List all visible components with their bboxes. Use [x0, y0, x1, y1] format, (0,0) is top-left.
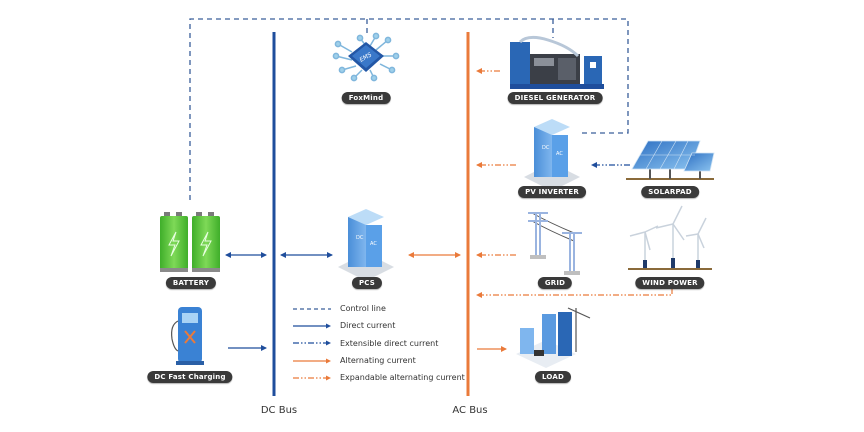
dc-fast-charging-label: DC Fast Charging: [147, 371, 233, 383]
legend-item-dc: Direct current: [293, 317, 465, 334]
grid-tower-icon[interactable]: [528, 212, 582, 275]
legend-item-ac: Alternating current: [293, 352, 465, 369]
ems-label: FoxMind: [341, 92, 391, 104]
alternating-current-swatch-icon: [293, 358, 331, 364]
ems-chip-icon[interactable]: EMS: [332, 32, 400, 82]
legend-label: Expandable alternating current: [340, 373, 465, 383]
dc-bus-label: DC Bus: [261, 405, 297, 416]
pcs-ac-text: AC: [370, 241, 377, 247]
pcs-label: PCS: [351, 277, 383, 289]
battery-cell-1: [160, 212, 188, 272]
direct-current-swatch-icon: [293, 323, 331, 329]
control-line-swatch-icon: [293, 307, 331, 310]
legend-label: Control line: [340, 304, 386, 314]
legend-item-control: Control line: [293, 300, 465, 317]
diesel-generator-icon[interactable]: [510, 35, 604, 89]
ac-bus-label: AC Bus: [452, 405, 487, 416]
load-buildings-icon[interactable]: [516, 307, 591, 368]
control-line-top: [189, 18, 629, 200]
pv-inverter-ac-text: AC: [556, 151, 563, 157]
extensible-dc-swatch-icon: [293, 340, 331, 346]
control-lines: [189, 18, 629, 200]
legend: Control line Direct current Extensible d…: [293, 300, 465, 386]
pcs-icon[interactable]: DC AC: [338, 209, 394, 281]
dc-fast-charging-icon[interactable]: [171, 307, 204, 365]
solarpad-icon[interactable]: [626, 140, 715, 180]
battery-cell-2: [192, 212, 220, 272]
legend-item-ac-ext: Expandable alternating current: [293, 369, 465, 386]
diesel-generator-label: DIESEL GENERATOR: [507, 92, 603, 104]
wind-power-label: WIND POWER: [635, 277, 705, 289]
legend-label: Direct current: [340, 321, 396, 331]
pv-inverter-icon[interactable]: DC AC: [524, 119, 580, 191]
wind-ac-ext-link: [476, 288, 673, 298]
wind-power-icon[interactable]: [628, 205, 712, 270]
battery-icon[interactable]: [160, 212, 220, 272]
solarpad-label: SOLARPAD: [641, 186, 699, 198]
load-label: LOAD: [534, 371, 572, 383]
pcs-dc-text: DC: [356, 235, 364, 241]
pv-inverter-label: PV INVERTER: [518, 186, 586, 198]
grid-label: GRID: [537, 277, 573, 289]
battery-label: BATTERY: [165, 277, 217, 289]
legend-item-dc-ext: Extensible direct current: [293, 335, 465, 352]
expandable-ac-swatch-icon: [293, 375, 331, 381]
pv-inverter-dc-text: DC: [542, 145, 550, 151]
legend-label: Alternating current: [340, 356, 416, 366]
legend-label: Extensible direct current: [340, 338, 439, 348]
